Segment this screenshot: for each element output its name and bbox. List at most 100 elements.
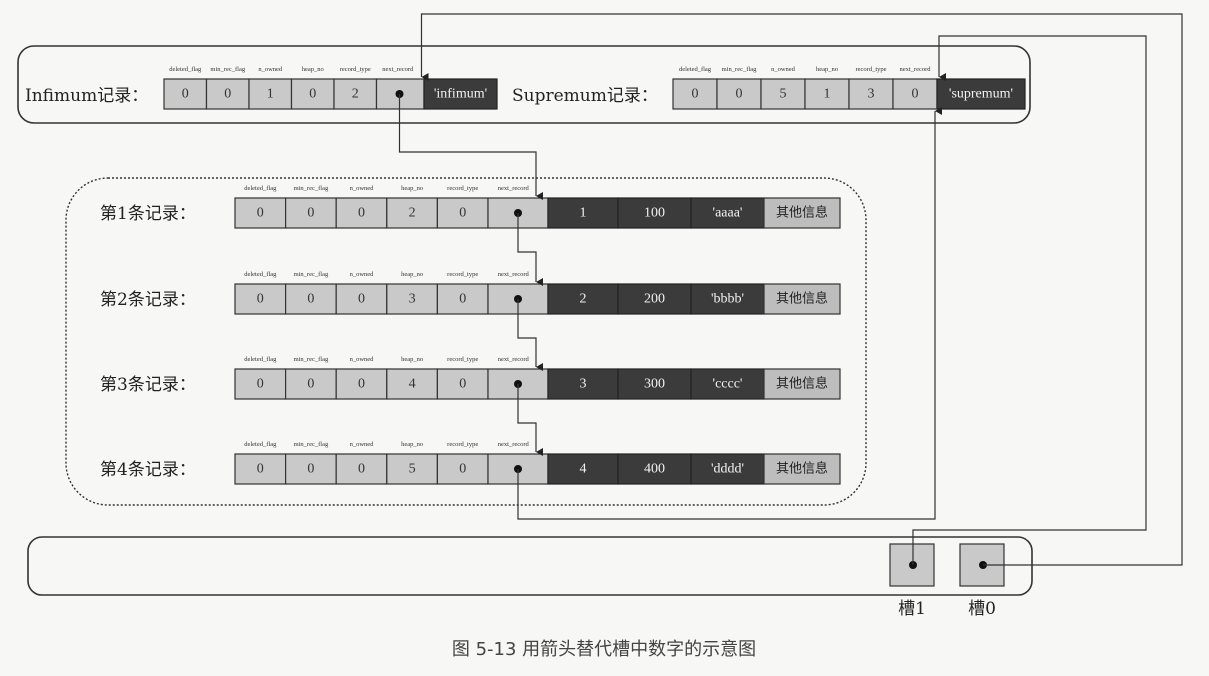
record-header-cell [386,453,438,485]
record-header-record-type: record_type [447,185,478,192]
supremum-cell-value: 0 [912,87,919,102]
infimum-name-cell [423,78,498,110]
record-data-cell [617,283,692,315]
supremum-label: Supremum记录： [512,86,658,106]
record-header-heap-no: heap_no [401,185,423,192]
record-header-value: 0 [459,292,466,307]
record-header-value: 0 [307,206,314,221]
record-other-info-cell [763,368,841,400]
supremum-cell [672,78,718,110]
infimum-header-deleted-flag: deleted_flag [169,66,202,73]
infimum-label: Infimum记录： [25,86,148,106]
record-header-cell [436,283,489,315]
supremum-header-deleted-flag: deleted_flag [679,66,712,73]
record-other-info-cell [763,453,841,485]
record-header-cell [285,453,337,485]
supremum-cell-value: 0 [692,87,699,102]
slot-0-to-infimum-arrow [420,13,1183,566]
infimum-cell-value: 2 [352,87,359,102]
record-other-info-cell [763,283,841,315]
record-header-record-type: record_type [447,356,478,363]
record-data-cell [617,197,692,229]
record-header-value: 0 [307,462,314,477]
record-header-value: 0 [459,377,466,392]
record-data-value: 'dddd' [711,462,744,477]
record-header-value: 0 [459,462,466,477]
record-header-cell [386,197,438,229]
record-label: 第4条记录： [100,460,196,480]
infimum-cell-value: 0 [182,87,189,102]
record-header-cell [285,283,337,315]
supremum-cell [760,78,806,110]
record-1-to-record-2-arrow [517,213,543,286]
record-header-value: 0 [307,292,314,307]
record-data-value: 100 [644,206,665,221]
record-header-n-owned: n_owned [350,271,375,278]
infimum-header-next-record: next_record [382,66,414,73]
record-header-cell [285,197,337,229]
record-header-next-record: next_record [498,441,530,448]
infimum-cell-value: 0 [224,87,231,102]
record-header-value: 5 [409,462,416,477]
record-header-cell [285,368,337,400]
slot-1-to-supremum-arrow [912,35,1147,565]
supremum-cell-value: 5 [780,87,787,102]
record-header-value: 0 [257,377,264,392]
record-data-value: 'aaaa' [713,206,743,221]
record-header-record-type: record_type [447,271,478,278]
record-header-value: 0 [358,377,365,392]
slot-label: 槽0 [968,599,996,619]
supremum-cell [716,78,762,110]
infimum-to-record-1-arrow [398,94,543,200]
record-data-value: 'cccc' [713,377,743,392]
record-data-value: 2 [580,292,587,307]
record-other-info-cell [763,197,841,229]
record-data-value: 300 [644,377,665,392]
record-header-value: 3 [409,292,416,307]
infimum-cell-value: 0 [309,87,316,102]
infimum-supremum-frame [17,45,1031,124]
page-directory-frame [27,536,1033,596]
record-data-cell [690,283,765,315]
record-data-cell [690,197,765,229]
record-header-cell [234,283,287,315]
record-data-value: 400 [644,462,665,477]
record-data-cell [690,453,765,485]
record-header-value: 0 [358,206,365,221]
record-header-value: 4 [409,377,416,392]
supremum-header-next-record: next_record [899,66,931,73]
infimum-cell [248,78,293,110]
user-records-frame [65,177,867,506]
record-header-value: 0 [358,292,365,307]
record-header-deleted-flag: deleted_flag [244,356,277,363]
record-header-cell [436,453,489,485]
record-data-value: 3 [580,377,587,392]
record-header-value: 2 [409,206,416,221]
record-header-cell [335,453,388,485]
record-other-info: 其他信息 [776,376,828,392]
record-data-value: 1 [580,206,587,221]
record-header-heap-no: heap_no [401,356,423,363]
supremum-name: 'supremum' [949,87,1013,102]
record-other-info: 其他信息 [776,205,828,221]
record-label: 第1条记录： [100,204,196,224]
record-header-cell [335,197,388,229]
infimum-header-min-rec-flag: min_rec_flag [210,66,245,73]
record-header-min-rec-flag: min_rec_flag [294,441,329,448]
record-header-heap-no: heap_no [401,441,423,448]
record-header-cell [234,197,287,229]
supremum-header-record-type: record_type [855,66,886,73]
record-header-cell [234,368,287,400]
supremum-cell [848,78,894,110]
